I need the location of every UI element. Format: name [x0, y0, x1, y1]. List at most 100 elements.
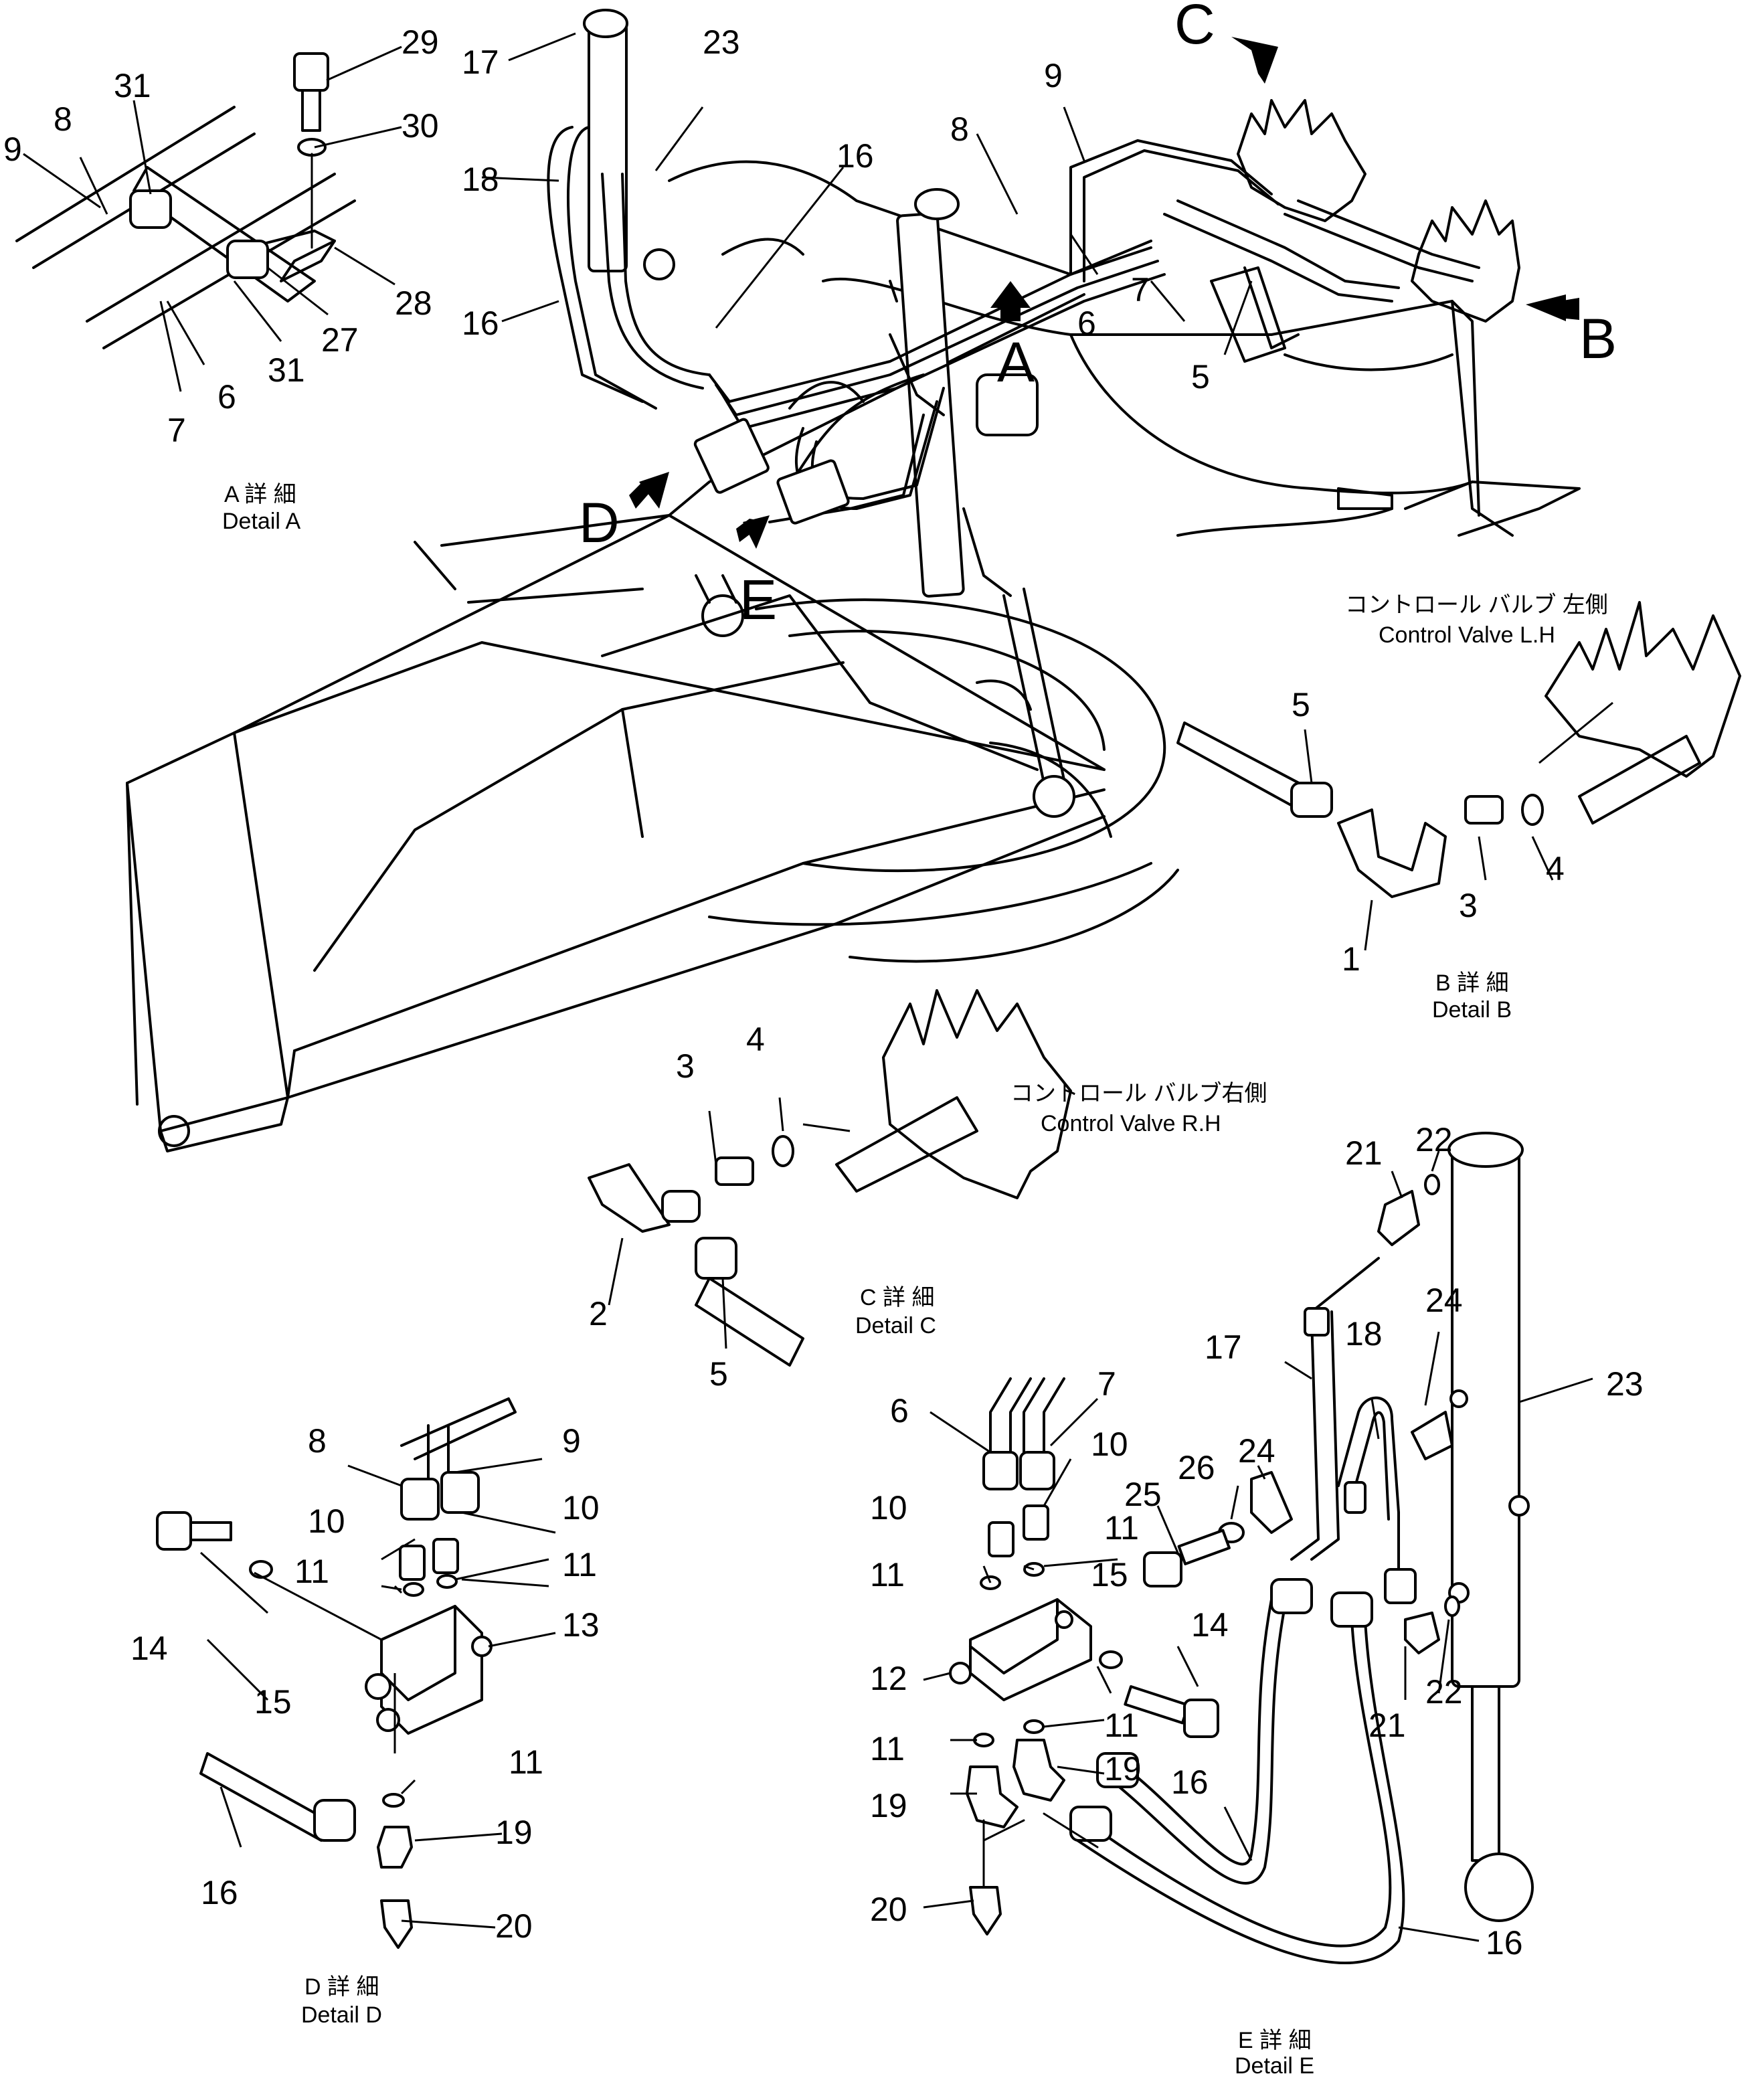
detail-e: [949, 1132, 1534, 1964]
callout-6: 6: [217, 378, 236, 416]
callout-7: 7: [1131, 271, 1150, 309]
callout-9: 9: [1044, 57, 1063, 94]
callout-16: 16: [1486, 1924, 1523, 1962]
callout-6: 6: [890, 1392, 909, 1430]
callout-25: 25: [1124, 1476, 1162, 1513]
blade-frame-assembly: [126, 160, 1581, 1152]
callout-21: 21: [1369, 1707, 1406, 1744]
callout-11: 11: [562, 1546, 597, 1583]
view-letters: A B C D E: [579, 0, 1617, 631]
callout-5: 5: [1292, 686, 1310, 723]
detail-captions: A 詳 細 Detail A B 詳 細 Detail B C 詳 細 Deta…: [222, 482, 1512, 2074]
valve-labels: コントロール バルブ 左側 Control Valve L.H コントロール バ…: [1010, 592, 1608, 1136]
callout-3: 3: [676, 1047, 695, 1085]
callout-29: 29: [402, 23, 439, 61]
callout-26: 26: [1178, 1449, 1215, 1486]
callout-28: 28: [395, 284, 432, 322]
callout-12: 12: [870, 1660, 907, 1697]
callout-20: 20: [495, 1907, 533, 1945]
callout-13: 13: [562, 1606, 600, 1644]
callout-11: 11: [870, 1556, 905, 1593]
detail-e-caption-en: Detail E: [1235, 2053, 1314, 2074]
callout-17: 17: [1205, 1328, 1242, 1366]
detail-a: [15, 52, 356, 349]
callout-7: 7: [1097, 1365, 1116, 1403]
callout-4: 4: [746, 1021, 765, 1058]
detail-c: [588, 989, 1072, 1367]
view-arrow-e: [736, 515, 770, 549]
callout-14: 14: [130, 1630, 168, 1667]
callout-22: 22: [1415, 1121, 1453, 1158]
callout-8: 8: [950, 110, 969, 148]
callout-16: 16: [836, 137, 874, 175]
view-arrow-a: [990, 281, 1031, 321]
callout-5: 5: [709, 1355, 728, 1393]
leader-lines: [23, 32, 1613, 1942]
detail-d-caption-jp: D 詳 細: [304, 1974, 379, 2000]
detail-b-caption-en: Detail B: [1432, 997, 1512, 1023]
callout-7: 7: [167, 412, 186, 449]
callout-10: 10: [1091, 1425, 1128, 1463]
detail-c-caption-en: Detail C: [855, 1313, 936, 1338]
callout-8: 8: [54, 100, 72, 138]
callout-11: 11: [870, 1730, 905, 1767]
callout-27: 27: [321, 321, 359, 359]
callout-31: 31: [114, 67, 151, 104]
callout-18: 18: [462, 161, 499, 198]
callout-16: 16: [1171, 1763, 1209, 1801]
view-arrow-d: [629, 472, 669, 509]
callout-19: 19: [1104, 1750, 1142, 1788]
callout-11: 11: [509, 1743, 543, 1781]
callout-21: 21: [1345, 1134, 1383, 1172]
callout-8: 8: [308, 1422, 327, 1460]
callout-20: 20: [870, 1891, 907, 1928]
callout-9: 9: [562, 1422, 581, 1460]
callout-numbers: 29 23 17 31 30 9 8 16 18 9 8 28 16 27 31…: [3, 23, 1644, 1962]
control-valve-lh-label-jp: コントロール バルブ 左側: [1345, 592, 1608, 618]
right-lift-cylinder: [896, 188, 1075, 818]
view-letter-e: E: [739, 568, 777, 631]
control-valves-main: [1210, 99, 1520, 363]
hydraulic-lines-main: [547, 126, 1480, 597]
callout-19: 19: [870, 1787, 907, 1824]
callout-9: 9: [3, 131, 22, 168]
view-letter-d: D: [579, 491, 620, 554]
callout-10: 10: [870, 1489, 907, 1527]
view-letter-b: B: [1579, 307, 1617, 370]
control-valve-rh-label-jp: コントロール バルブ右側: [1010, 1081, 1267, 1106]
callout-19: 19: [495, 1814, 533, 1851]
callout-30: 30: [402, 107, 439, 145]
detail-d: [156, 1397, 517, 1949]
view-letter-a: A: [997, 331, 1035, 394]
callout-23: 23: [703, 23, 740, 61]
view-arrows: [629, 37, 1579, 549]
callout-10: 10: [308, 1502, 345, 1540]
control-valve-lh-label-en: Control Valve L.H: [1379, 622, 1555, 648]
callout-24: 24: [1425, 1282, 1463, 1319]
detail-a-caption-en: Detail A: [222, 509, 300, 534]
detail-a-caption-jp: A 詳 細: [224, 482, 296, 507]
callout-4: 4: [1546, 850, 1565, 887]
detail-d-caption-en: Detail D: [301, 2002, 382, 2028]
callout-23: 23: [1606, 1365, 1644, 1403]
callout-6: 6: [1077, 305, 1096, 342]
callout-17: 17: [462, 44, 499, 81]
callout-31: 31: [268, 351, 305, 389]
callout-15: 15: [254, 1683, 292, 1721]
left-lift-cylinder: [583, 9, 675, 280]
detail-b-caption-jp: B 詳 細: [1435, 970, 1509, 996]
callout-15: 15: [1091, 1556, 1128, 1593]
callout-2: 2: [589, 1295, 608, 1332]
callout-10: 10: [562, 1489, 600, 1527]
callout-11: 11: [1104, 1707, 1139, 1744]
callout-16: 16: [462, 305, 499, 342]
view-letter-c: C: [1174, 0, 1215, 56]
detail-c-caption-jp: C 詳 細: [860, 1285, 934, 1310]
callout-24: 24: [1238, 1432, 1275, 1470]
callout-14: 14: [1191, 1606, 1229, 1644]
callout-1: 1: [1342, 940, 1360, 978]
callout-5: 5: [1191, 358, 1210, 396]
callout-11: 11: [1104, 1509, 1139, 1547]
detail-e-caption-jp: E 詳 細: [1238, 2028, 1312, 2053]
